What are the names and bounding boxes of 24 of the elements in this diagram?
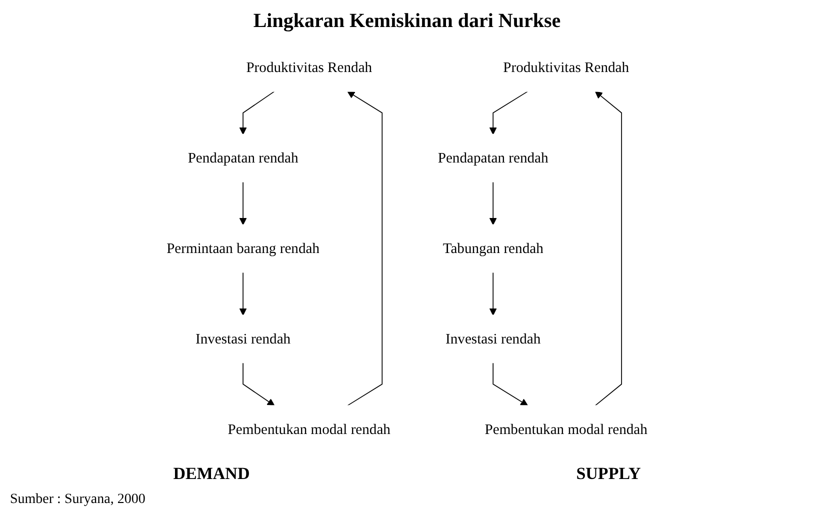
arrow [347, 91, 383, 406]
node-text: Pendapatan rendah [188, 150, 298, 166]
node-text: Investasi rendah [196, 330, 291, 347]
node-text: Pendapatan rendah [438, 150, 548, 166]
group-label: DEMAND [173, 464, 250, 484]
arrow [239, 272, 247, 316]
diagram-title: Lingkaran Kemiskinan dari Nurkse [253, 10, 561, 33]
node-text: Investasi rendah [446, 330, 541, 347]
arrow [242, 362, 275, 406]
arrow [489, 91, 528, 135]
node-text: Produktivitas Rendah [503, 59, 630, 76]
arrow [492, 362, 528, 406]
source-note: Sumber : Suryana, 2000 [10, 492, 146, 508]
arrow [239, 91, 275, 135]
node-text: Produktivitas Rendah [246, 59, 372, 76]
node-text: Permintaan barang rendah [166, 240, 320, 256]
arrow [489, 272, 497, 316]
group-label: SUPPLY [576, 464, 641, 484]
arrow [239, 181, 247, 226]
arrow [489, 181, 497, 226]
node-text: Pembentukan modal rendah [228, 421, 390, 438]
arrow [594, 91, 622, 406]
node-text: Pembentukan modal rendah [484, 421, 648, 438]
node-text: Tabungan rendah [442, 240, 544, 256]
